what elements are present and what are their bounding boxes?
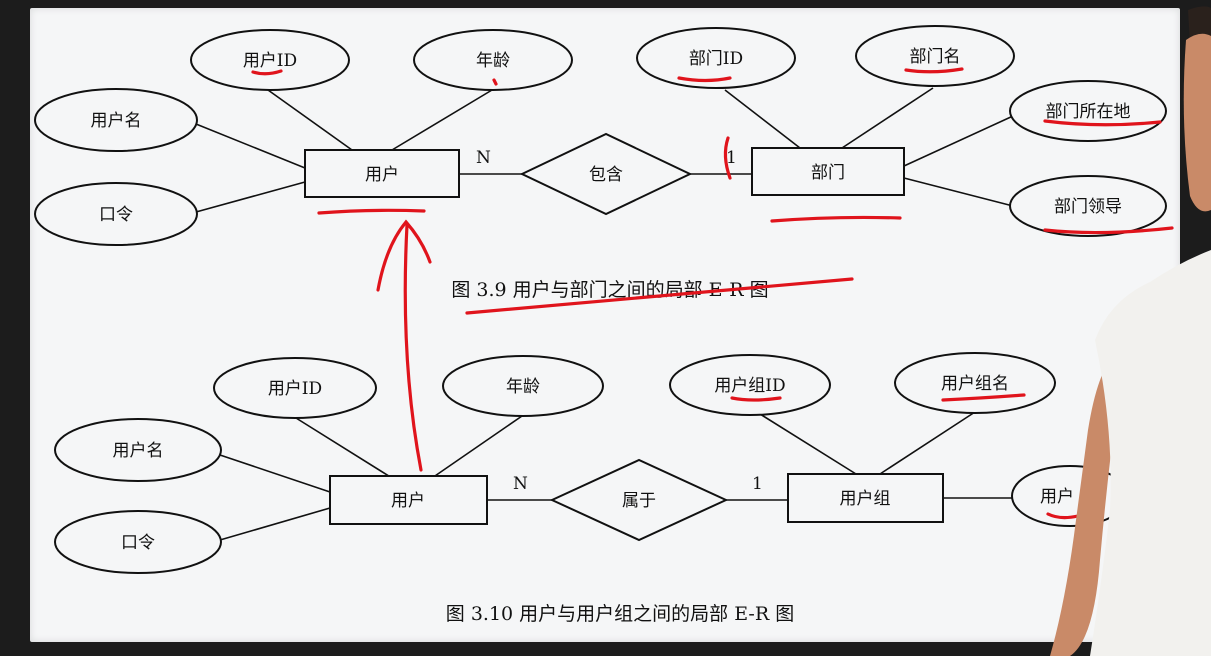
- entity-user-group: 用户组: [787, 473, 944, 523]
- svg-text:用户名: 用户名: [91, 111, 142, 131]
- entity-department: 部门: [751, 147, 905, 196]
- relationship-belongs-to: 属于: [549, 458, 729, 542]
- svg-text:用户组: 用户组: [840, 489, 891, 509]
- cardinality-one: 1: [752, 474, 763, 494]
- svg-text:部门ID: 部门ID: [689, 49, 743, 69]
- figure-caption: 图 3.9 用户与部门之间的局部 E-R 图: [451, 279, 768, 301]
- attr-dept-name: 部门名: [855, 25, 1015, 87]
- attr-username: 用户名: [34, 88, 198, 152]
- figure-caption: 图 3.10 用户与用户组之间的局部 E-R 图: [446, 603, 794, 625]
- svg-text:包含: 包含: [589, 165, 623, 185]
- svg-text:用户: 用户: [391, 491, 425, 511]
- svg-text:用户ID: 用户ID: [243, 51, 297, 71]
- attr-username: 用户名: [54, 418, 222, 482]
- figure-3-10: 用户ID 年龄 用户名 口令 用户组ID 用户组名: [54, 352, 1129, 625]
- svg-text:用户名: 用户名: [113, 441, 164, 461]
- attr-dept-location: 部门所在地: [1009, 80, 1167, 142]
- attr-age: 年龄: [413, 29, 573, 91]
- attr-dept-id: 部门ID: [636, 27, 796, 89]
- svg-text:部门: 部门: [811, 163, 845, 183]
- attr-group-id: 用户组ID: [669, 354, 831, 416]
- svg-text:口令: 口令: [121, 533, 155, 553]
- cardinality-one: 1: [726, 148, 737, 168]
- svg-text:属于: 属于: [622, 491, 656, 511]
- figure-3-9: 用户ID 年龄 用户名 口令 部门ID 部门名: [34, 25, 1167, 301]
- svg-text:用户ID: 用户ID: [268, 379, 322, 399]
- presenter-figure: [1050, 6, 1211, 656]
- attr-age: 年龄: [442, 355, 604, 417]
- svg-text:年龄: 年龄: [476, 51, 510, 71]
- svg-text:用户: 用户: [1040, 487, 1074, 507]
- attr-user-id: 用户ID: [213, 357, 377, 419]
- svg-text:用户: 用户: [365, 165, 399, 185]
- svg-text:年龄: 年龄: [506, 377, 540, 397]
- red-annotations: [251, 67, 1174, 520]
- svg-text:口令: 口令: [99, 205, 133, 225]
- attr-group-name: 用户组名: [894, 352, 1056, 414]
- svg-text:部门领导: 部门领导: [1054, 197, 1122, 217]
- svg-text:部门所在地: 部门所在地: [1046, 102, 1131, 122]
- entity-user: 用户: [304, 149, 460, 198]
- svg-text:部门名: 部门名: [910, 47, 961, 67]
- entity-user: 用户: [329, 475, 488, 525]
- attr-password: 口令: [54, 510, 222, 574]
- cardinality-n: N: [476, 148, 491, 168]
- fig1-connectors: [195, 87, 1014, 213]
- attr-password: 口令: [34, 182, 198, 246]
- attr-dept-leader: 部门领导: [1009, 175, 1167, 237]
- fig2-connectors: [219, 411, 1012, 541]
- svg-text:用户组名: 用户组名: [941, 374, 1009, 394]
- attr-user-id: 用户ID: [190, 29, 350, 91]
- cardinality-n: N: [513, 474, 528, 494]
- relationship-contains: 包含: [519, 132, 693, 216]
- svg-text:用户组ID: 用户组ID: [714, 376, 785, 396]
- projected-slide: [30, 8, 1180, 642]
